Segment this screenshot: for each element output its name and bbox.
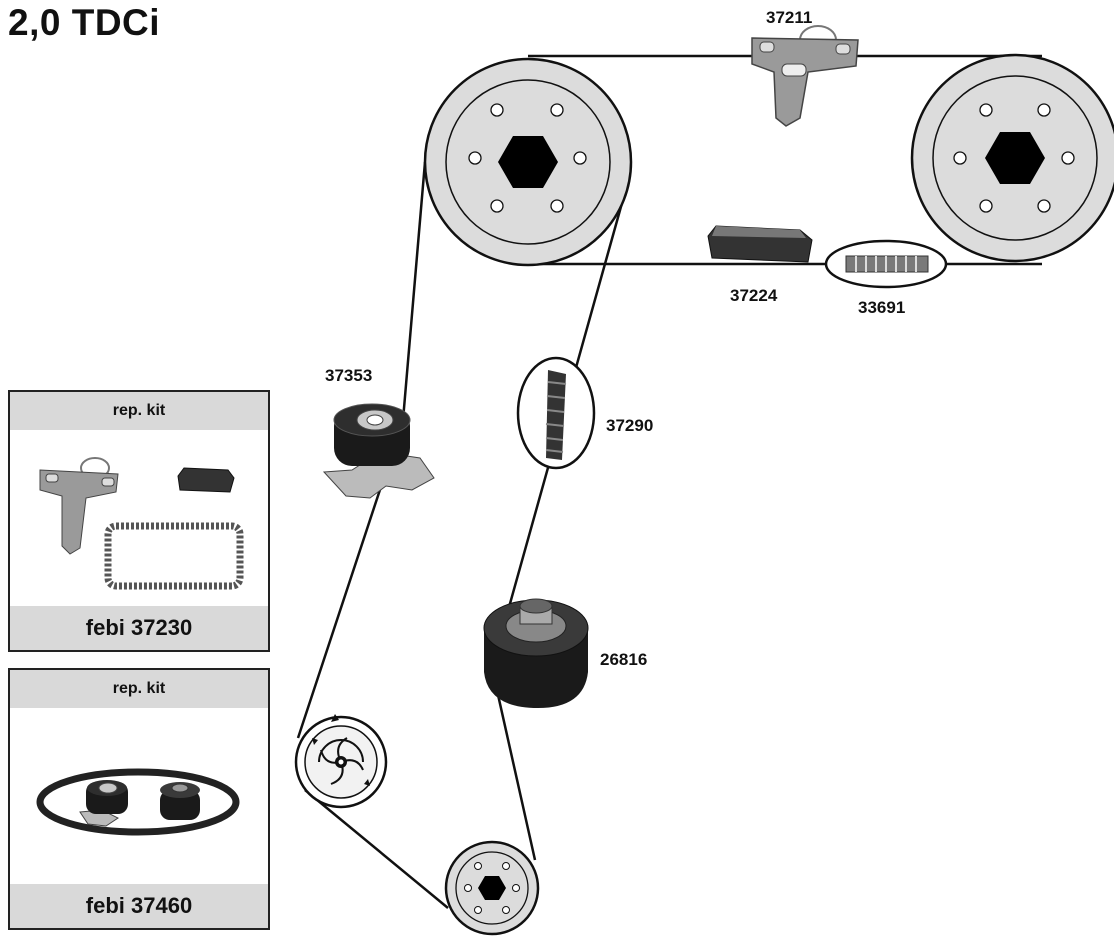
part-label-37290: 37290: [606, 416, 653, 436]
repair-kit-box-1: rep. kit febi 37230: [8, 390, 270, 652]
idler-pulley-part: [484, 599, 588, 708]
kit-header: rep. kit: [10, 670, 268, 708]
kit-footer: febi 37460: [10, 884, 268, 928]
part-label-26816: 26816: [600, 650, 647, 670]
kit-header: rep. kit: [10, 392, 268, 430]
crankshaft-pulley: [446, 842, 538, 934]
part-label-37224: 37224: [730, 286, 777, 306]
repair-kit-box-2: rep. kit febi 37460: [8, 668, 270, 930]
kit-footer: febi 37230: [10, 606, 268, 650]
part-label-33691: 33691: [858, 298, 905, 318]
belt-lower-left-line: [305, 790, 448, 908]
belt-tensioner-part: [324, 404, 434, 498]
kit-2-image: [10, 708, 268, 886]
chain-guide-part: [708, 226, 812, 262]
kit-1-image: [10, 430, 268, 608]
belt-right-line: [492, 178, 629, 860]
belt-part: [518, 358, 594, 468]
right-camshaft-pulley: [912, 55, 1114, 261]
chain-part: [826, 241, 946, 287]
water-pump-icon: [296, 714, 386, 807]
chain-tensioner-part: [752, 26, 858, 126]
left-camshaft-pulley: [425, 59, 631, 265]
part-label-37211: 37211: [766, 8, 812, 28]
part-label-37353: 37353: [325, 366, 372, 386]
